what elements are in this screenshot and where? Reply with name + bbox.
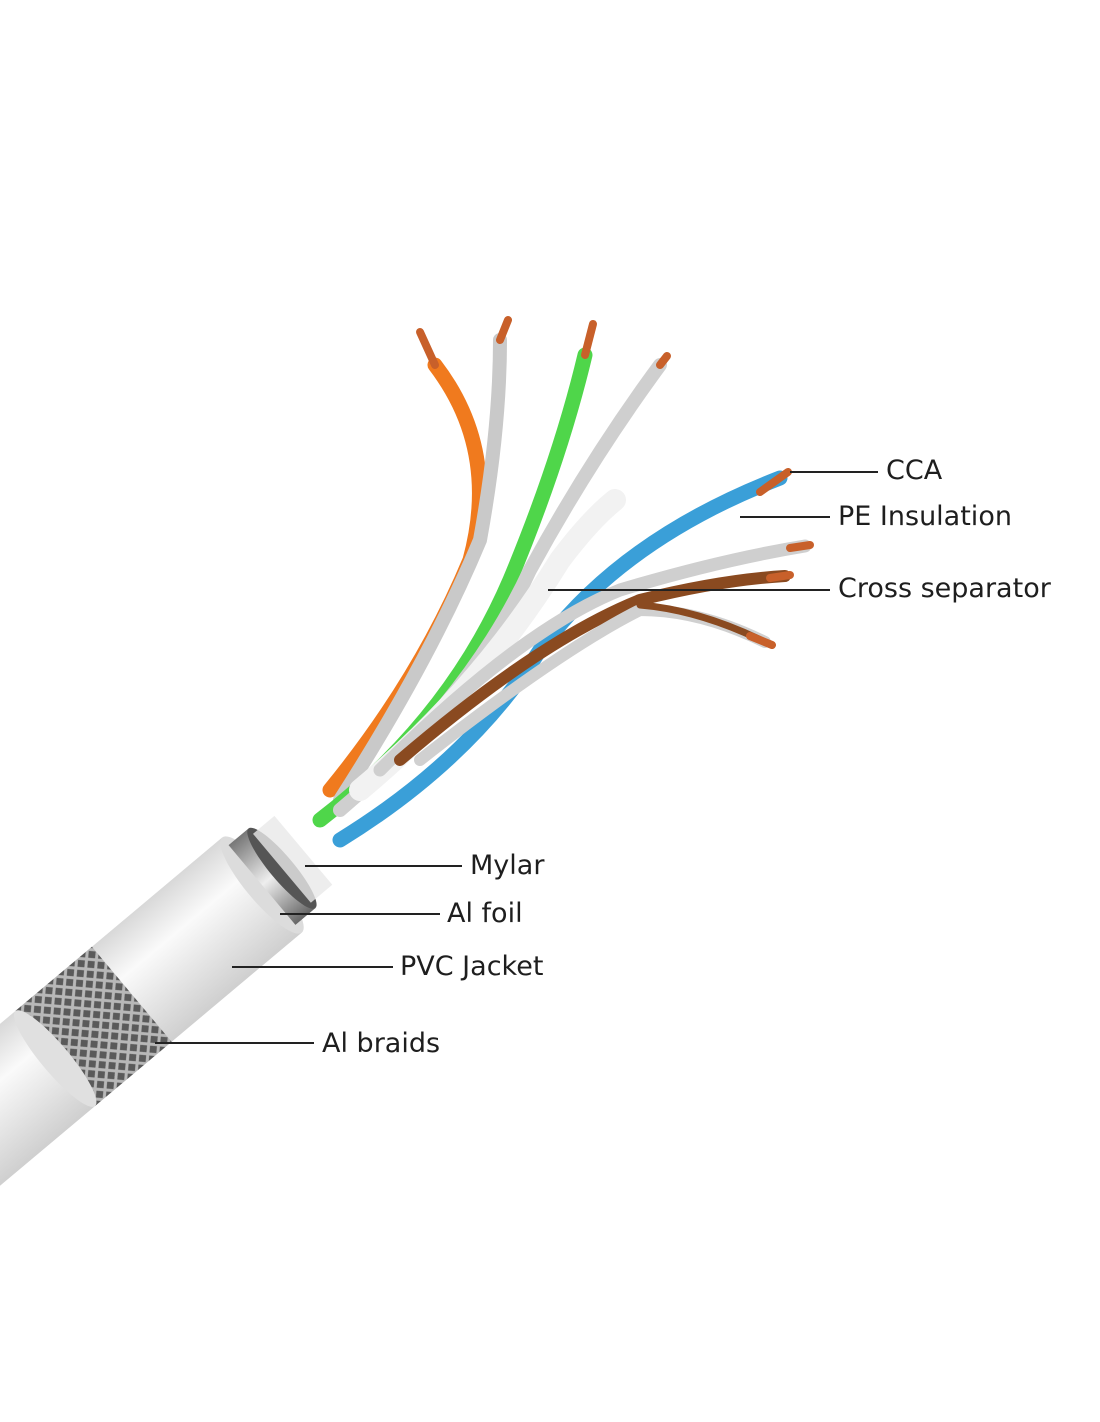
wire-pairs <box>312 333 812 848</box>
mylar <box>252 815 333 903</box>
al-foil <box>228 828 316 925</box>
al-braids <box>15 946 172 1107</box>
wire-orange-white <box>333 333 507 807</box>
leader-lines <box>155 471 878 1044</box>
cable-body <box>0 815 333 1229</box>
wire-brown <box>394 570 791 766</box>
label-al-foil: Al foil <box>447 898 523 929</box>
label-al-braids: Al braids <box>322 1028 441 1059</box>
wire-blue-white <box>373 539 812 777</box>
label-cca: CCA <box>886 455 943 486</box>
label-mylar: Mylar <box>470 850 545 881</box>
label-pvc-jacket: PVC Jacket <box>400 951 544 982</box>
label-cross-separator: Cross separator <box>838 573 1051 604</box>
label-pe-insulation: PE Insulation <box>838 501 1012 532</box>
copper-conductors <box>416 316 814 649</box>
